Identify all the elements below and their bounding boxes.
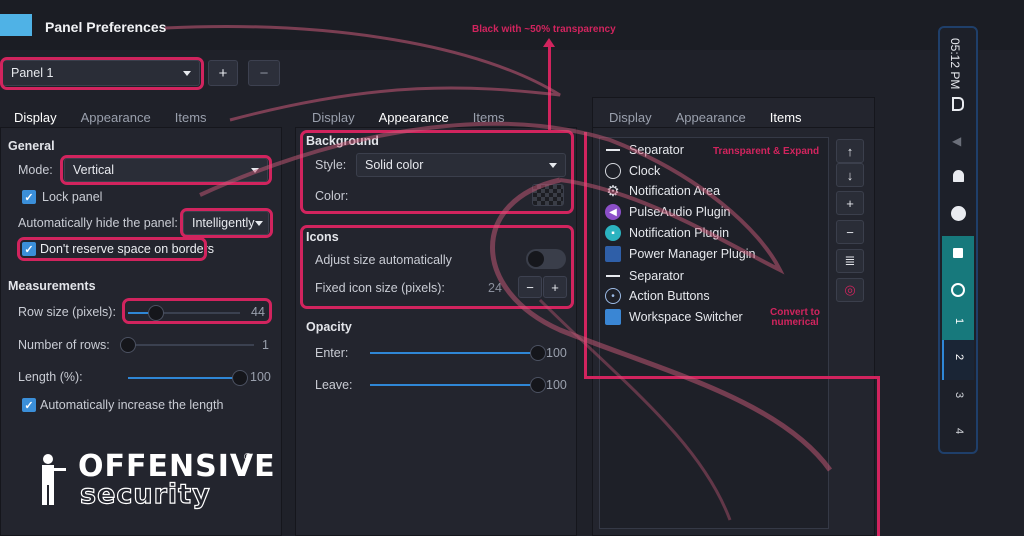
list-item[interactable]: Clock	[605, 163, 660, 179]
item-label: Separator	[629, 143, 684, 157]
annotation-transparency: Black with ~50% transparency	[472, 24, 616, 35]
annotation-transparent-expand: Transparent & Expand	[713, 146, 819, 157]
enter-value: 100	[546, 346, 567, 360]
enter-label: Enter:	[315, 346, 348, 360]
rows-label: Number of rows:	[18, 338, 110, 352]
soldier-icon	[30, 452, 70, 508]
rows-value: 1	[262, 338, 269, 352]
measurements-heading: Measurements	[8, 279, 96, 293]
length-slider[interactable]	[128, 377, 240, 379]
item-label: Notification Plugin	[629, 226, 729, 240]
power-icon: •	[605, 288, 621, 304]
annotation-arrow-shaft	[548, 46, 551, 132]
slider-handle[interactable]	[232, 370, 248, 386]
power-icon[interactable]	[951, 206, 966, 221]
annotation-line-left	[584, 132, 587, 378]
highlight-icons	[300, 225, 574, 309]
checkbox-checked-icon[interactable]: ✓	[22, 190, 36, 204]
enter-slider[interactable]	[370, 352, 538, 354]
list-item[interactable]: Power Manager Plugin	[605, 246, 755, 262]
move-down-button[interactable]: ↓	[836, 163, 864, 187]
separator-icon	[605, 268, 621, 284]
clock-icon	[605, 163, 621, 179]
remove-panel-button[interactable]: −	[248, 60, 280, 86]
item-label: Power Manager Plugin	[629, 247, 755, 261]
add-item-button[interactable]: +	[836, 191, 864, 215]
general-heading: General	[8, 139, 55, 153]
length-label: Length (%):	[18, 370, 83, 384]
slider-handle[interactable]	[120, 337, 136, 353]
leave-value: 100	[546, 378, 567, 392]
list-item[interactable]: ◀ PulseAudio Plugin	[605, 204, 730, 220]
highlight-row-size	[122, 298, 272, 324]
list-item[interactable]: ⚙ Notification Area	[605, 183, 720, 199]
move-up-button[interactable]: ↑	[836, 139, 864, 163]
highlight-background	[300, 130, 574, 214]
opacity-heading: Opacity	[306, 320, 352, 334]
gear-icon: ⚙	[605, 183, 621, 199]
item-label: Separator	[629, 269, 684, 283]
audio-icon: ◀	[605, 204, 621, 220]
item-label: Clock	[629, 164, 660, 178]
mode-label: Mode:	[18, 163, 53, 177]
bell-icon[interactable]	[953, 170, 964, 182]
highlight-autohide	[180, 208, 273, 238]
lock-icon[interactable]	[953, 248, 963, 258]
item-label: Notification Area	[629, 184, 720, 198]
item-label: PulseAudio Plugin	[629, 205, 730, 219]
list-item[interactable]: • Action Buttons	[605, 288, 710, 304]
slider-handle[interactable]	[530, 345, 546, 361]
row-size-label: Row size (pixels):	[18, 305, 116, 319]
power-manager-icon[interactable]	[952, 97, 964, 111]
notification-bubble-icon: ▪	[605, 225, 621, 241]
rows-slider[interactable]	[120, 344, 254, 346]
leave-slider[interactable]	[370, 384, 538, 386]
length-value: 100	[250, 370, 271, 384]
workspace-1[interactable]: 1	[953, 318, 965, 324]
add-panel-button[interactable]: +	[208, 60, 238, 86]
slider-handle[interactable]	[530, 377, 546, 393]
checkbox-checked-icon[interactable]: ✓	[22, 398, 36, 412]
highlight-reserve-space	[17, 237, 207, 261]
annotation-convert: Convert to numerical	[770, 308, 820, 328]
list-item[interactable]: Separator	[605, 268, 684, 284]
remove-item-button[interactable]: −	[836, 220, 864, 244]
offensive-security-logo: OFFENSIVE ® security	[30, 452, 260, 512]
highlight-panel-select	[0, 57, 204, 90]
item-label: Action Buttons	[629, 289, 710, 303]
annotation-line-bottom	[584, 376, 880, 379]
about-item-button[interactable]: ◎	[836, 278, 864, 302]
workspace-4[interactable]: 4	[953, 428, 965, 434]
logout-icon[interactable]	[951, 283, 965, 297]
volume-icon[interactable]: ◀	[952, 134, 961, 148]
logo-line2: security	[80, 480, 211, 510]
auto-length-label: Automatically increase the length	[40, 398, 223, 412]
auto-length-row[interactable]: ✓ Automatically increase the length	[22, 398, 223, 412]
autohide-label: Automatically hide the panel:	[18, 216, 178, 230]
item-label: Workspace Switcher	[629, 310, 743, 324]
list-item[interactable]: Workspace Switcher	[605, 309, 743, 325]
battery-icon	[605, 246, 621, 262]
panel-clock[interactable]: 05:12 PM	[948, 38, 962, 89]
logo-registered: ®	[244, 452, 251, 463]
highlight-mode	[60, 155, 272, 185]
item-properties-button[interactable]: ≣	[836, 249, 864, 273]
workspace-icon	[605, 309, 621, 325]
leave-label: Leave:	[315, 378, 353, 392]
lock-panel-row[interactable]: ✓ Lock panel	[22, 190, 102, 204]
list-item[interactable]: ▪ Notification Plugin	[605, 225, 729, 241]
annotation-line-right	[877, 376, 880, 536]
lock-panel-label: Lock panel	[42, 190, 102, 204]
list-item[interactable]: Separator	[605, 142, 684, 158]
app-icon	[0, 14, 32, 36]
window-title: Panel Preferences	[45, 19, 166, 35]
annotation-arrow-head	[543, 38, 555, 47]
separator-icon	[605, 142, 621, 158]
workspace-2[interactable]: 2	[953, 354, 965, 360]
workspace-3[interactable]: 3	[953, 392, 965, 398]
